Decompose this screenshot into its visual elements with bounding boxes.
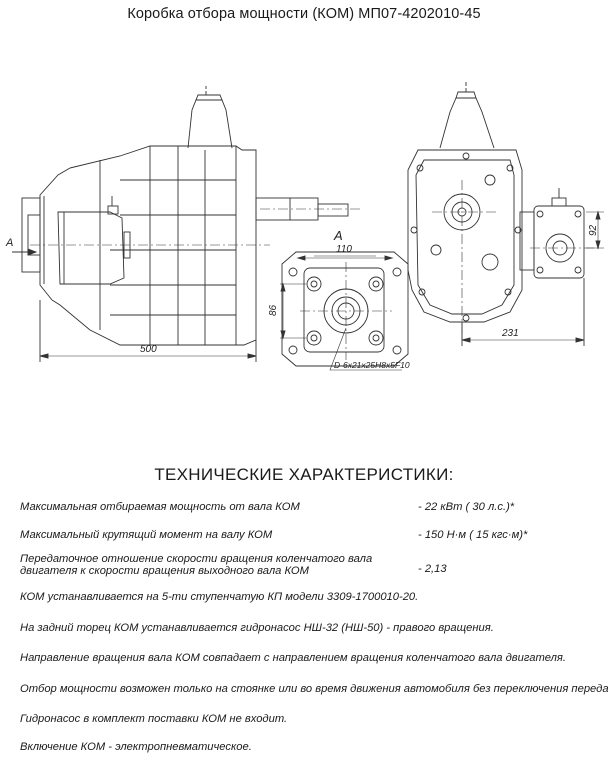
dimension-92: 92 — [588, 224, 599, 236]
page-title: Коробка отбора мощности (КОМ) МП07-42020… — [127, 6, 481, 22]
note-rotation-direction: Направление вращения вала КОМ совпадает … — [20, 652, 567, 664]
specs-heading: ТЕХНИЧЕСКИЕ ХАРАКТЕРИСТИКИ: — [154, 465, 454, 484]
rear-view — [407, 82, 604, 346]
view-a — [280, 251, 409, 371]
note-pump-mount: На задний торец КОМ устанавливается гидр… — [20, 622, 494, 634]
spec-ratio-label-line2: двигателя к скорости вращения выходного … — [20, 565, 309, 577]
view-a-label: А — [333, 228, 343, 243]
dimension-110: 110 — [336, 244, 352, 255]
note-power-takeoff-condition: Отбор мощности возможен только на стоянк… — [20, 683, 608, 695]
spec-ratio-label-line1: Передаточное отношение скорости вращения… — [20, 553, 373, 565]
spline-label: D-6x21x25H8x5F10 — [334, 360, 410, 370]
spec-torque-value: - 150 Н·м ( 15 кгс·м)* — [418, 529, 528, 541]
note-activation-type: Включение КОМ - электропневматическое. — [20, 741, 252, 753]
dimension-500: 500 — [140, 344, 157, 355]
side-view — [12, 86, 360, 362]
spec-power-label: Максимальная отбираемая мощность от вала… — [20, 501, 300, 513]
spec-torque-label: Максимальный крутящий момент на валу КОМ — [20, 529, 273, 541]
note-gearbox-model: КОМ устанавливается на 5-ти ступенчатую … — [20, 591, 419, 603]
spec-ratio-value: - 2,13 — [418, 563, 447, 575]
arrow-a-label: А — [5, 237, 13, 249]
spec-power-value: - 22 кВт ( 30 л.с.)* — [418, 501, 515, 513]
note-pump-not-included: Гидронасос в комплект поставки КОМ не вх… — [20, 713, 288, 725]
dimension-231: 231 — [501, 328, 519, 339]
technical-drawing: 500 110 86 92 231 А А D-6x21x25H8x5F10 — [5, 82, 604, 371]
dimension-86: 86 — [268, 304, 279, 316]
